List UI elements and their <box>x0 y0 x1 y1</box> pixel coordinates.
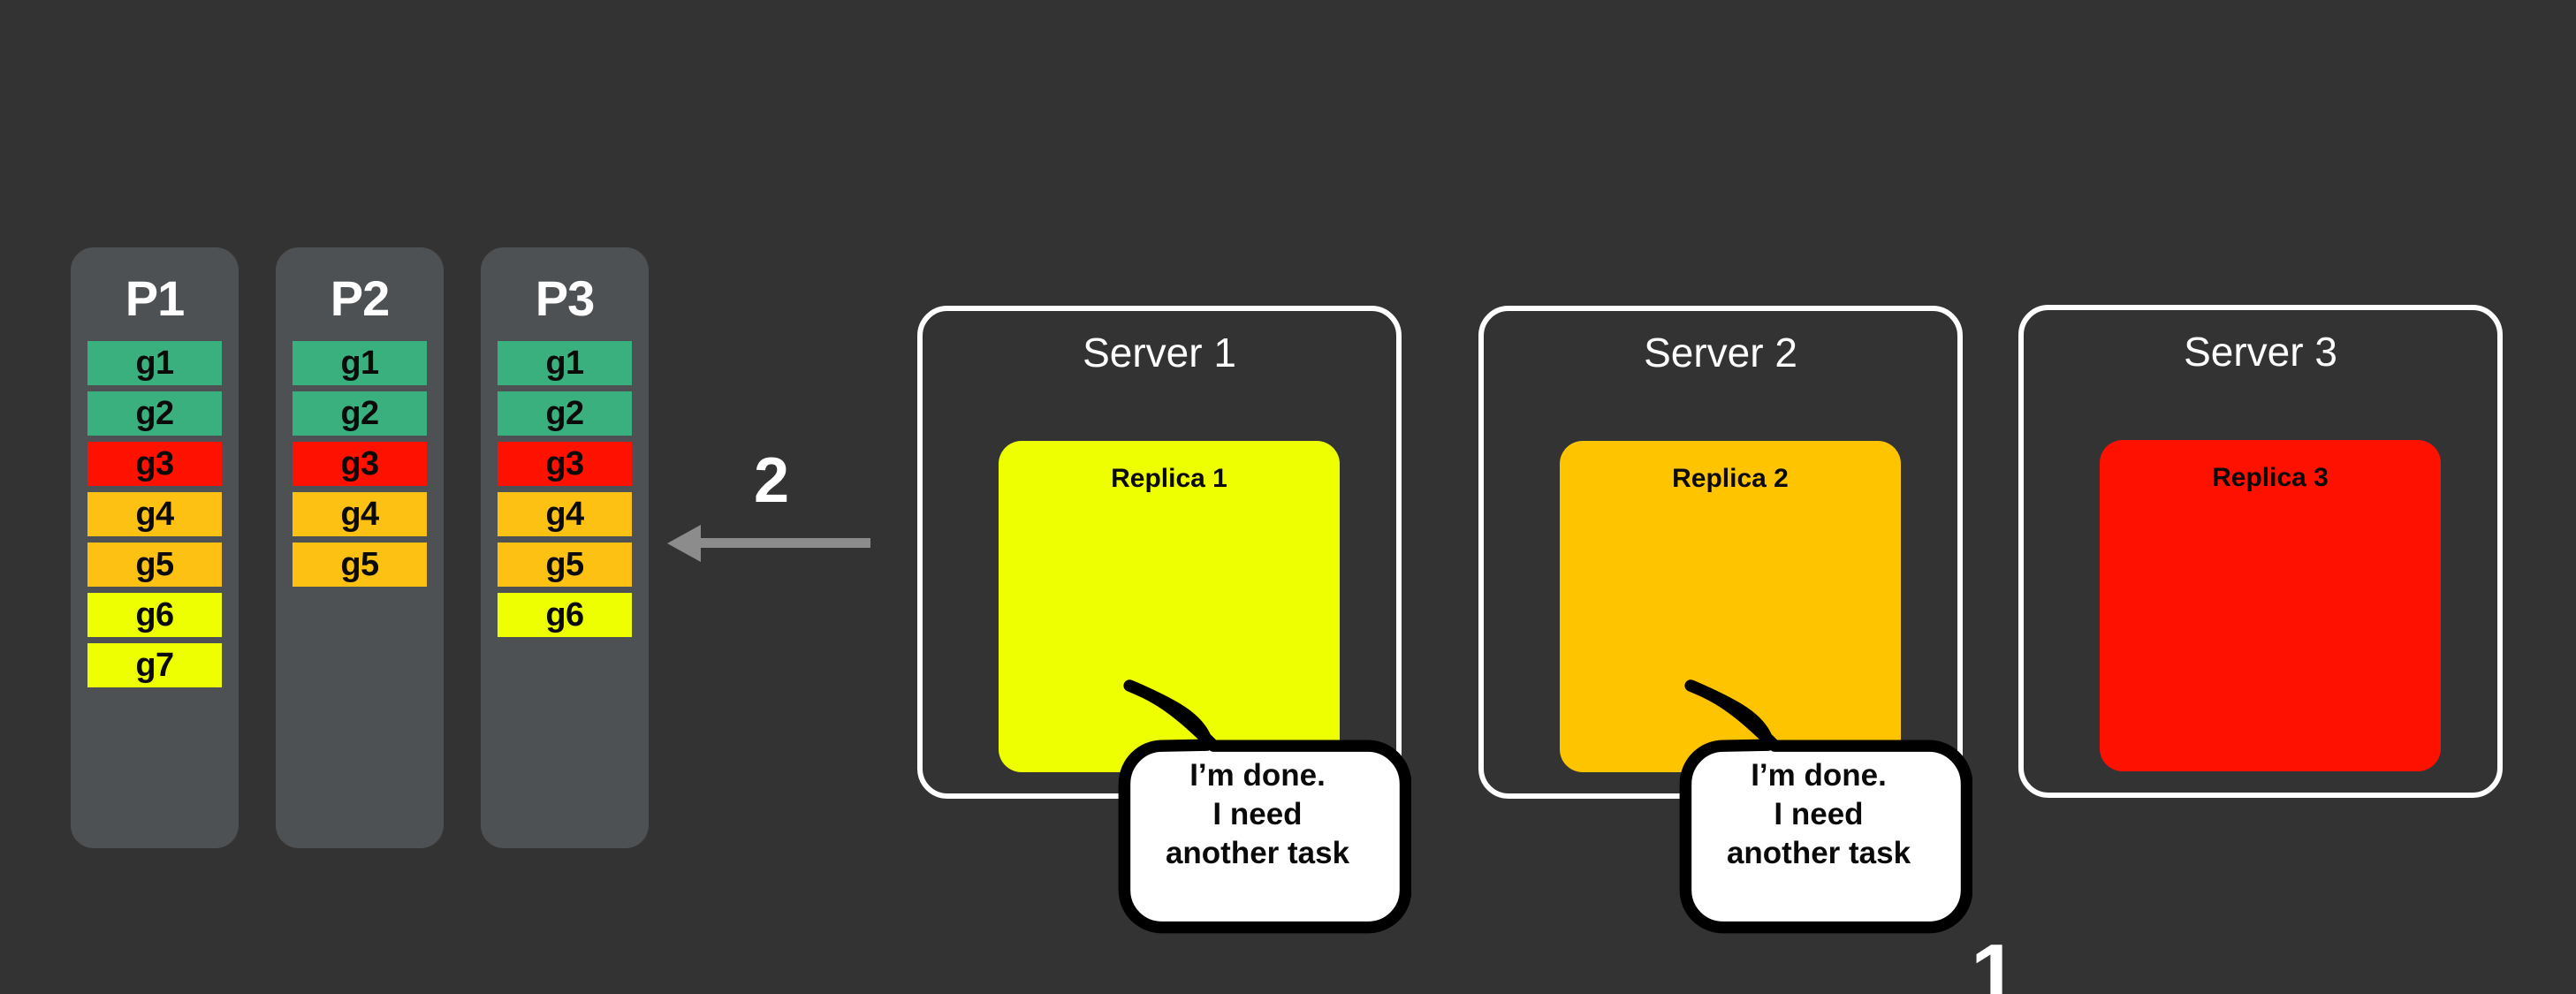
group-block[interactable]: g7 <box>87 643 222 687</box>
group-block[interactable]: g1 <box>498 341 632 385</box>
server-box-1[interactable]: Server 1 Replica 1 <box>917 306 1402 799</box>
group-block[interactable]: g4 <box>498 492 632 536</box>
group-block[interactable]: g6 <box>498 593 632 637</box>
replica-box-2[interactable]: Replica 2 <box>1560 441 1901 772</box>
speech-bubble-shape <box>1679 679 1972 934</box>
replica-box-1[interactable]: Replica 1 <box>999 441 1340 772</box>
group-block[interactable]: g2 <box>498 391 632 436</box>
partition-p1[interactable]: P1 g1 g2 g3 g4 g5 g6 g7 <box>71 247 239 848</box>
replica-label: Replica 3 <box>2212 463 2329 492</box>
speech-bubble-text: I’m done. I need another task <box>1726 758 1911 871</box>
group-block[interactable]: g2 <box>293 391 427 436</box>
partition-p3[interactable]: P3 g1 g2 g3 g4 g5 g6 <box>481 247 649 848</box>
step-number-2: 2 <box>754 445 790 516</box>
group-block[interactable]: g5 <box>293 543 427 587</box>
partition-p3-group-list: g1 g2 g3 g4 g5 g6 <box>481 341 649 637</box>
replica-box-3[interactable]: Replica 3 <box>2100 440 2441 771</box>
group-block[interactable]: g1 <box>87 341 222 385</box>
replica-label: Replica 1 <box>1111 464 1227 493</box>
group-block[interactable]: g6 <box>87 593 222 637</box>
group-block[interactable]: g5 <box>87 543 222 587</box>
group-block[interactable]: g3 <box>498 442 632 486</box>
replica-label: Replica 2 <box>1672 464 1789 493</box>
server-box-3[interactable]: Server 3 Replica 3 <box>2018 305 2503 798</box>
group-block[interactable]: g1 <box>293 341 427 385</box>
group-block[interactable]: g2 <box>87 391 222 436</box>
transfer-arrow <box>667 521 870 565</box>
speech-bubble-server-1[interactable]: I’m done. I need another task <box>1104 672 1411 945</box>
group-block[interactable]: g3 <box>293 442 427 486</box>
server-title: Server 2 <box>1644 330 1797 376</box>
partition-p1-group-list: g1 g2 g3 g4 g5 g6 g7 <box>71 341 239 687</box>
server-title: Server 1 <box>1083 330 1236 376</box>
partition-p2-group-list: g1 g2 g3 g4 g5 <box>276 341 444 587</box>
partition-p1-title: P1 <box>125 270 185 326</box>
server-title: Server 3 <box>2184 329 2337 375</box>
speech-bubble-shape <box>1118 679 1411 934</box>
group-block[interactable]: g5 <box>498 543 632 587</box>
speech-bubble-text: I’m done. I need another task <box>1165 758 1350 871</box>
group-block[interactable]: g3 <box>87 442 222 486</box>
partition-p2[interactable]: P2 g1 g2 g3 g4 g5 <box>276 247 444 848</box>
partition-p2-title: P2 <box>330 270 390 326</box>
group-block[interactable]: g4 <box>87 492 222 536</box>
arrow-left-icon <box>667 525 870 562</box>
speech-bubble-server-2[interactable]: I’m done. I need another task <box>1665 672 1972 945</box>
group-block[interactable]: g4 <box>293 492 427 536</box>
step-number-1: 1 <box>1971 927 2018 994</box>
partition-p3-title: P3 <box>535 270 595 326</box>
